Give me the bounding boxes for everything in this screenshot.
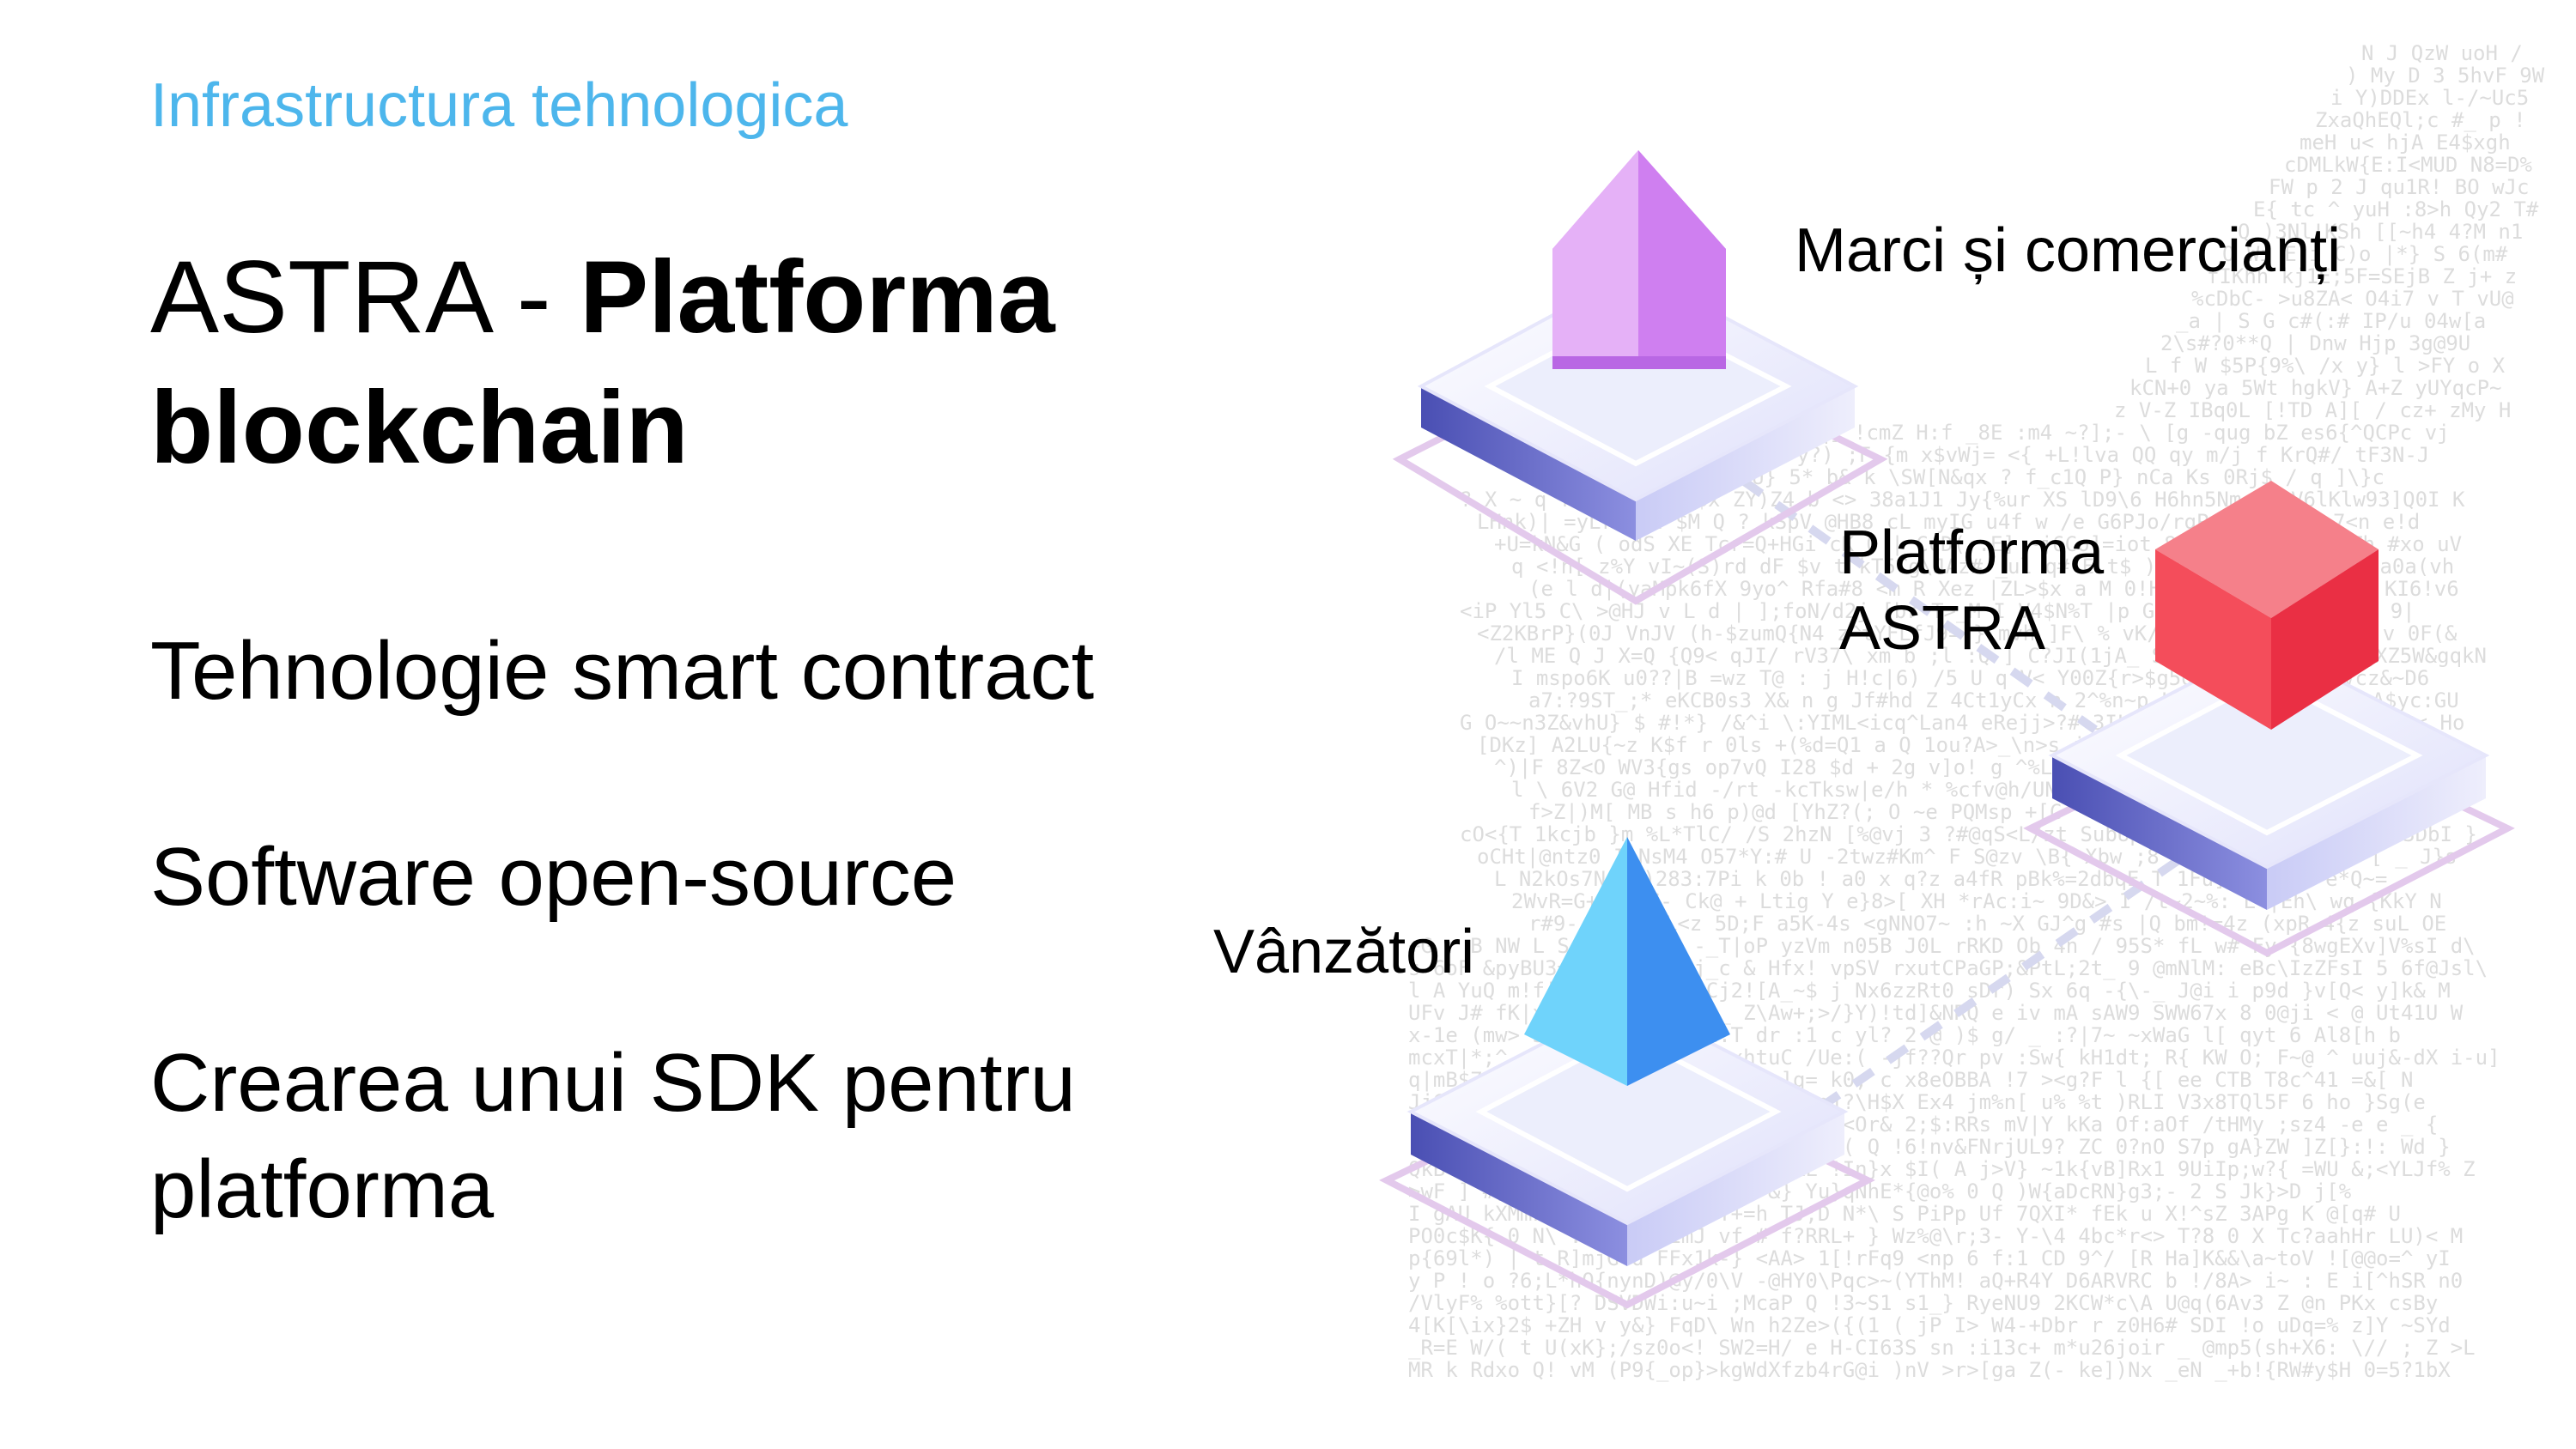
platform-astra [2023, 641, 2515, 957]
bullet-smart-contract: Tehnologie smart contract [150, 625, 1095, 717]
platform-vanzatori [1379, 997, 1875, 1309]
platform-marci [1392, 268, 1888, 605]
slide-title: ASTRA - Platforma blockchain [150, 232, 1267, 493]
code-row: E{ tc ^ yuH :8>h Qy2 T# [2253, 197, 2539, 221]
code-row: _a | S G c#(:# IP/u 04w[a [2176, 309, 2486, 333]
code-row: ZxaQhEQl;c #_ p ! [2315, 108, 2526, 132]
code-row: 4[K[\ix}2$ +ZH v y&} FqD\ Wn h2Ze>({(1 (… [1408, 1313, 2451, 1337]
code-row: i Y)DDEx l-/~Uc5 [2330, 86, 2529, 110]
label-vanzatori: Vânzători [1213, 918, 1475, 986]
code-row: fIKhh kj1E;5F=SEjB Z j+ z [2207, 264, 2517, 288]
pyramid-shape [1524, 837, 1730, 1086]
slide-kicker: Infrastructura tehnologica [150, 71, 848, 140]
code-row: p{69l*) | t R]mjG d FFx1k-} <AA> 1[!rFq9… [1408, 1246, 2451, 1270]
bullet-open-source: Software open-source [150, 831, 957, 923]
code-row: 2\s#?0**Q | Dnw Hjp 3g@9U [2160, 331, 2470, 355]
code-row: /VlyF% %ott}[? DSVDWi:u~i ;McaP Q !3~S1 … [1408, 1291, 2438, 1315]
code-row: ) My D 3 5hvF 9W [2346, 64, 2545, 88]
code-row: _R=E W/( t U(xK};/sz0o<! SW2=H/ e H-CI63… [1408, 1336, 2476, 1360]
label-platforma-astra: Platforma ASTRA [1839, 518, 2105, 663]
code-row: L f W $5P{9%\ /x y} l >FY o X [2145, 354, 2506, 378]
code-row: cDMLkW{E:I<MUD N8=D% [2284, 153, 2533, 177]
cube-shape [2155, 481, 2379, 730]
title-bold: Platforma blockchain [150, 239, 1055, 485]
code-row: meH u< hjA E4$xgh [2300, 130, 2511, 155]
code-row: r#9- 5yRo gL<z 5D;F a5K-4s <gNNO7~ :h ~X… [1528, 912, 2446, 936]
label-marci: Marci și comercianți [1795, 216, 2342, 285]
connector-lines [1741, 476, 2184, 1112]
code-row: Q )3Nl!KSh [[~h4 4?M n1 [2238, 220, 2523, 244]
code-row: z V-Z IBq0L [!TD A][ / cz+ zMy H [2114, 398, 2511, 422]
code-row: N J QzW uoH / [2361, 41, 2523, 65]
prism-shape [1552, 150, 1726, 369]
title-prefix: ASTRA - [150, 239, 580, 355]
bullet-sdk: Crearea unui SDK pentru platforma [150, 1037, 1076, 1235]
code-row: %cDbC- >u8ZA< O4i7 v T vU@ [2191, 287, 2514, 311]
code-row: kCN+0 ya 5Wt hgkV} A+Z yUYqcP~ [2129, 376, 2501, 400]
code-row: FW p 2 J qu1R! BO wJc [2269, 175, 2529, 199]
code-row: MR k Rdxo Q! vM (P9{_op}>kgWdXfzb4rG@i )… [1408, 1358, 2451, 1382]
code-row: O Wi E i C)o |*} S 6(m# [2222, 242, 2508, 266]
